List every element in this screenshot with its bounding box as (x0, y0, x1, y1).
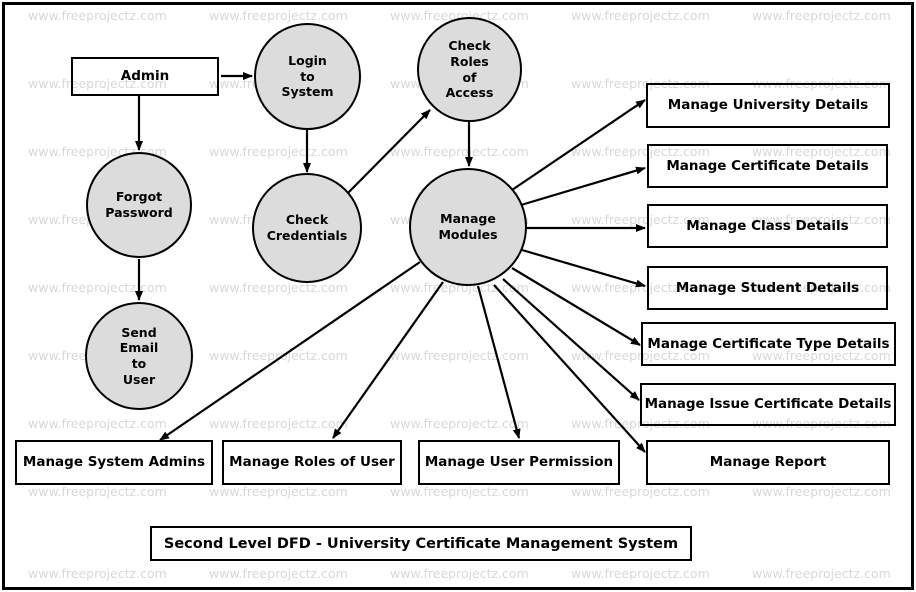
flow-modules-to-system-admins (159, 261, 421, 441)
process-forgot-password[interactable]: Forgot Password (86, 152, 192, 258)
datastore-manage-issue-certificate-details-label: Manage Issue Certificate Details (644, 396, 892, 413)
process-send-email-to-user[interactable]: Send Email to User (85, 302, 193, 410)
datastore-manage-university-details[interactable]: Manage University Details (646, 83, 890, 128)
flow-modules-to-university-details (511, 99, 646, 191)
process-check-roles-of-access[interactable]: Check Roles of Access (417, 17, 522, 122)
process-check-credentials[interactable]: Check Credentials (252, 173, 362, 283)
datastore-manage-class-details[interactable]: Manage Class Details (647, 204, 888, 248)
datastore-manage-system-admins[interactable]: Manage System Admins (15, 440, 213, 485)
datastore-manage-student-details[interactable]: Manage Student Details (647, 266, 888, 310)
process-login-to-system-label: Login to System (281, 53, 334, 100)
datastore-manage-certificate-type-details[interactable]: Manage Certificate Type Details (641, 322, 896, 366)
process-forgot-password-label: Forgot Password (105, 189, 173, 220)
flow-check-credentials-to-check-roles (344, 109, 431, 197)
entity-admin[interactable]: Admin (71, 57, 219, 96)
process-login-to-system[interactable]: Login to System (254, 23, 361, 130)
datastore-manage-certificate-type-details-label: Manage Certificate Type Details (647, 335, 890, 352)
flow-modules-to-certificate-type-details (511, 267, 641, 346)
entity-admin-label: Admin (120, 68, 170, 85)
flow-modules-to-issue-certificate-details (502, 278, 640, 401)
diagram-title-box: Second Level DFD - University Certificat… (150, 526, 692, 561)
datastore-manage-roles-of-user-label: Manage Roles of User (229, 454, 395, 471)
datastore-manage-roles-of-user[interactable]: Manage Roles of User (222, 440, 402, 485)
datastore-manage-university-details-label: Manage University Details (667, 97, 869, 114)
process-send-email-to-user-label: Send Email to User (119, 324, 159, 387)
datastore-manage-system-admins-label: Manage System Admins (22, 454, 206, 471)
datastore-manage-certificate-details-label: Manage Certificate Details (666, 157, 869, 174)
datastore-manage-student-details-label: Manage Student Details (675, 279, 860, 296)
flow-modules-to-student-details (521, 248, 646, 288)
process-check-credentials-label: Check Credentials (266, 212, 348, 243)
process-check-roles-of-access-label: Check Roles of Access (445, 38, 494, 101)
flow-modules-to-roles-of-user (332, 281, 444, 439)
flow-modules-to-certificate-details (520, 166, 646, 207)
datastore-manage-user-permission-label: Manage User Permission (424, 454, 614, 471)
datastore-manage-report-label: Manage Report (709, 454, 827, 471)
datastore-manage-report[interactable]: Manage Report (646, 440, 890, 485)
datastore-manage-issue-certificate-details[interactable]: Manage Issue Certificate Details (640, 383, 896, 426)
diagram-title: Second Level DFD - University Certificat… (163, 535, 679, 552)
process-manage-modules[interactable]: Manage Modules (409, 168, 527, 286)
datastore-manage-class-details-label: Manage Class Details (686, 217, 849, 234)
process-manage-modules-label: Manage Modules (438, 211, 498, 242)
flow-modules-to-manage-report (493, 284, 646, 453)
datastore-manage-user-permission[interactable]: Manage User Permission (418, 440, 620, 485)
flow-modules-to-user-permission (476, 285, 521, 439)
datastore-manage-certificate-details[interactable]: Manage Certificate Details (647, 144, 888, 188)
